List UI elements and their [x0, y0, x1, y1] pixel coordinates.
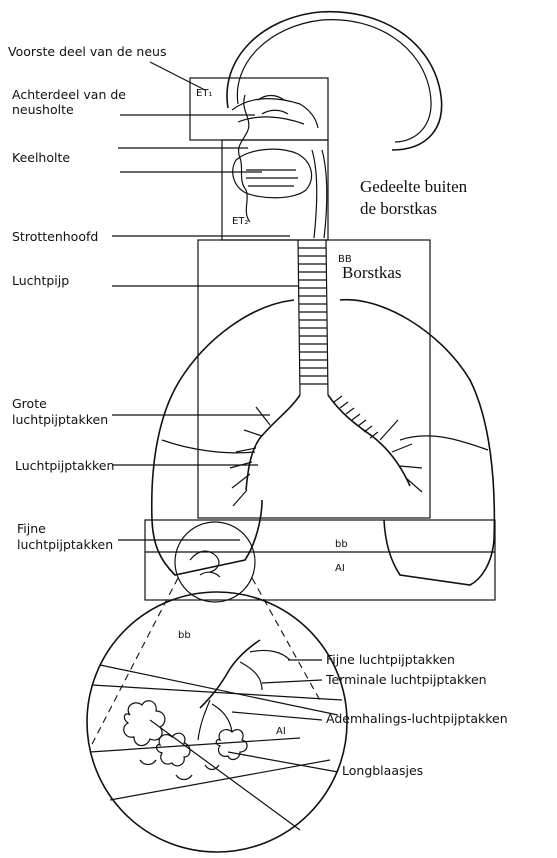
- label-nasal-back-line1: Achterdeel van de: [12, 87, 126, 102]
- label-outside-chest-line1: Gedeelte buiten: [360, 177, 467, 197]
- left-main-bronchus: [246, 395, 300, 490]
- magnify-circle-small: [175, 522, 255, 602]
- label-bb-upper: BB: [338, 252, 352, 267]
- label-respiratory-bronchioles: Ademhalings-luchtpijptakken: [326, 711, 508, 726]
- small-circle-sketch: [190, 551, 220, 577]
- label-larynx: Strottenhoofd: [12, 229, 98, 244]
- terminal-bronchiole: [240, 650, 290, 690]
- alveoli-cluster-mid: [157, 733, 191, 766]
- left-pointer-lines: [112, 62, 298, 540]
- label-trachea: Luchtpijp: [12, 273, 69, 288]
- label-alveoli: Longblaasjes: [342, 763, 423, 778]
- label-bb-lower: bb: [335, 537, 348, 552]
- label-terminal-bronchioles: Terminale luchtpijptakken: [326, 672, 487, 687]
- pharynx: [312, 150, 327, 238]
- label-bronchi: Luchtpijptakken: [15, 458, 114, 473]
- fine-bronchiole: [200, 640, 260, 708]
- label-outside-chest-line2: de borstkas: [360, 199, 437, 219]
- label-et1: ET₁: [196, 86, 212, 101]
- label-nasal-back-line2: neusholte: [12, 102, 74, 117]
- head-outline-inner: [237, 20, 431, 142]
- label-bronchioles-line2: luchtpijptakken: [17, 537, 113, 552]
- projection-line-right: [252, 578, 322, 704]
- alveoli-sacs: [140, 760, 219, 780]
- label-ai: AI: [335, 561, 345, 576]
- face-profile: [239, 95, 250, 222]
- right-lung: [340, 300, 494, 585]
- label-ai-circle: AI: [276, 724, 286, 739]
- label-bronchioles-line1: Fijne: [17, 521, 46, 536]
- label-fine-bronchioles-right: Fijne luchtpijptakken: [326, 652, 455, 667]
- right-bronchus-rings: [334, 396, 378, 438]
- respiratory-bronchiole: [198, 700, 232, 740]
- right-pointer-lines: [228, 660, 338, 772]
- nasal-cavity: [232, 99, 318, 128]
- head-outline: [227, 12, 442, 150]
- label-main-bronchi-line2: luchtpijptakken: [12, 412, 108, 427]
- oral-cavity: [233, 149, 312, 198]
- right-main-bronchus: [328, 395, 410, 486]
- bb-ai-box: [145, 520, 495, 600]
- lung-fissure-right: [400, 436, 488, 450]
- label-main-bronchi-line1: Grote: [12, 396, 47, 411]
- left-lung: [152, 300, 294, 575]
- label-bb-circle: bb: [178, 628, 191, 643]
- label-throat: Keelholte: [12, 150, 70, 165]
- label-nose-front: Voorste deel van de neus: [8, 44, 166, 59]
- label-et2: ET₂: [232, 214, 248, 229]
- trachea-rings: [298, 240, 328, 395]
